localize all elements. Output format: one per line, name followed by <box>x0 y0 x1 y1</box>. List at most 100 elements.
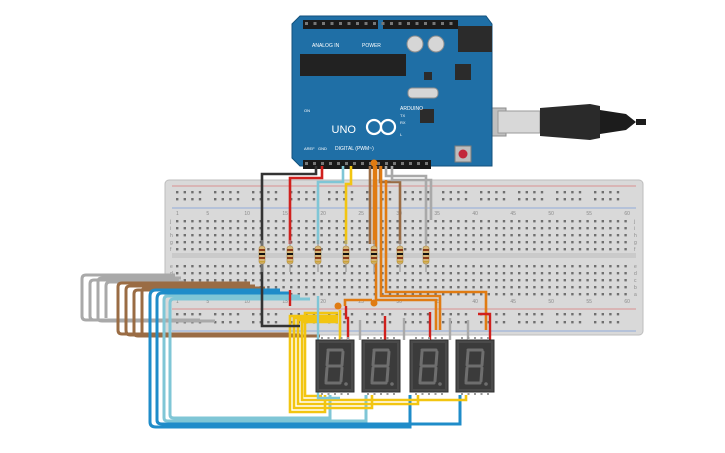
breadboard-hole[interactable] <box>252 198 255 201</box>
breadboard-hole[interactable] <box>236 248 240 251</box>
breadboard-hole[interactable] <box>191 191 194 194</box>
breadboard-hole[interactable] <box>563 234 566 237</box>
breadboard-hole[interactable] <box>214 279 217 282</box>
breadboard-hole[interactable] <box>274 248 278 251</box>
breadboard-hole[interactable] <box>396 220 399 223</box>
breadboard-hole[interactable] <box>411 321 414 324</box>
breadboard-hole[interactable] <box>525 227 528 230</box>
breadboard-hole[interactable] <box>502 272 506 275</box>
breadboard-hole[interactable] <box>609 198 612 201</box>
breadboard-hole[interactable] <box>464 286 468 289</box>
breadboard-hole[interactable] <box>214 248 217 251</box>
breadboard-hole[interactable] <box>366 279 369 282</box>
breadboard-hole[interactable] <box>252 191 255 194</box>
breadboard-hole[interactable] <box>586 234 589 237</box>
breadboard-hole[interactable] <box>198 248 202 251</box>
breadboard-hole[interactable] <box>502 265 506 268</box>
breadboard-hole[interactable] <box>556 272 559 275</box>
breadboard-hole[interactable] <box>548 293 551 296</box>
breadboard-hole[interactable] <box>373 313 376 316</box>
breadboard-hole[interactable] <box>609 191 612 194</box>
breadboard-hole[interactable] <box>388 241 392 244</box>
breadboard-hole[interactable] <box>426 293 430 296</box>
breadboard-hole[interactable] <box>366 321 369 324</box>
breadboard-hole[interactable] <box>267 198 270 201</box>
breadboard-hole[interactable] <box>183 234 186 237</box>
breadboard-hole[interactable] <box>540 227 544 230</box>
breadboard-hole[interactable] <box>480 220 483 223</box>
breadboard-hole[interactable] <box>594 198 597 201</box>
breadboard-hole[interactable] <box>320 272 323 275</box>
breadboard-hole[interactable] <box>510 248 513 251</box>
breadboard-hole[interactable] <box>464 220 468 223</box>
breadboard-hole[interactable] <box>305 234 308 237</box>
breadboard-hole[interactable] <box>624 234 627 237</box>
breadboard-hole[interactable] <box>457 241 460 244</box>
breadboard-hole[interactable] <box>487 198 490 201</box>
breadboard-hole[interactable] <box>434 272 437 275</box>
breadboard-hole[interactable] <box>297 272 300 275</box>
breadboard-hole[interactable] <box>335 272 338 275</box>
breadboard-hole[interactable] <box>366 248 369 251</box>
breadboard-hole[interactable] <box>442 234 445 237</box>
breadboard-hole[interactable] <box>282 241 285 244</box>
breadboard-hole[interactable] <box>578 313 582 316</box>
breadboard-hole[interactable] <box>624 241 627 244</box>
breadboard-hole[interactable] <box>525 286 528 289</box>
breadboard-hole[interactable] <box>396 279 399 282</box>
breadboard-hole[interactable] <box>563 220 566 223</box>
breadboard-hole[interactable] <box>274 321 278 324</box>
breadboard-hole[interactable] <box>252 234 255 237</box>
breadboard-hole[interactable] <box>540 293 544 296</box>
breadboard-hole[interactable] <box>518 191 521 194</box>
breadboard-hole[interactable] <box>214 234 217 237</box>
breadboard-hole[interactable] <box>426 286 430 289</box>
breadboard-hole[interactable] <box>556 198 559 201</box>
breadboard-hole[interactable] <box>267 313 270 316</box>
breadboard-hole[interactable] <box>350 313 354 316</box>
breadboard-hole[interactable] <box>282 265 285 268</box>
breadboard-hole[interactable] <box>548 286 551 289</box>
breadboard-hole[interactable] <box>540 248 544 251</box>
breadboard-hole[interactable] <box>229 234 232 237</box>
breadboard-hole[interactable] <box>358 241 361 244</box>
breadboard-hole[interactable] <box>297 248 300 251</box>
breadboard-hole[interactable] <box>221 241 224 244</box>
breadboard-hole[interactable] <box>624 279 627 282</box>
breadboard-hole[interactable] <box>578 286 582 289</box>
breadboard-hole[interactable] <box>578 265 582 268</box>
breadboard-hole[interactable] <box>373 321 376 324</box>
breadboard-hole[interactable] <box>214 241 217 244</box>
breadboard-hole[interactable] <box>533 313 536 316</box>
breadboard-hole[interactable] <box>480 279 483 282</box>
breadboard-hole[interactable] <box>616 220 620 223</box>
breadboard-hole[interactable] <box>221 234 224 237</box>
breadboard-hole[interactable] <box>267 248 270 251</box>
breadboard-hole[interactable] <box>381 272 384 275</box>
breadboard-hole[interactable] <box>609 279 612 282</box>
breadboard-hole[interactable] <box>426 241 430 244</box>
breadboard-hole[interactable] <box>388 313 392 316</box>
breadboard-hole[interactable] <box>381 191 384 194</box>
breadboard-hole[interactable] <box>366 265 369 268</box>
breadboard-hole[interactable] <box>571 198 574 201</box>
breadboard-hole[interactable] <box>472 220 475 223</box>
breadboard-hole[interactable] <box>518 279 521 282</box>
breadboard-hole[interactable] <box>472 293 475 296</box>
breadboard-hole[interactable] <box>540 220 544 223</box>
breadboard-hole[interactable] <box>388 321 392 324</box>
breadboard-hole[interactable] <box>571 293 574 296</box>
breadboard-hole[interactable] <box>404 191 407 194</box>
breadboard-hole[interactable] <box>540 191 544 194</box>
breadboard-hole[interactable] <box>495 313 498 316</box>
breadboard-hole[interactable] <box>586 241 589 244</box>
breadboard-hole[interactable] <box>358 234 361 237</box>
breadboard-hole[interactable] <box>594 279 597 282</box>
breadboard-hole[interactable] <box>540 321 544 324</box>
breadboard-hole[interactable] <box>183 198 186 201</box>
breadboard-hole[interactable] <box>442 313 445 316</box>
breadboard-hole[interactable] <box>388 220 392 223</box>
breadboard-hole[interactable] <box>556 279 559 282</box>
breadboard-hole[interactable] <box>221 227 224 230</box>
breadboard-hole[interactable] <box>388 293 392 296</box>
